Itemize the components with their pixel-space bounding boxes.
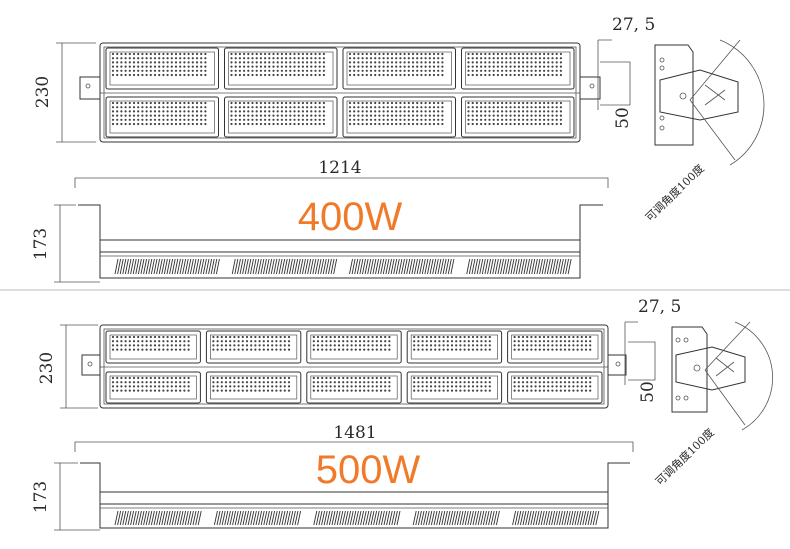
height-side-label-500: 173 <box>31 481 51 513</box>
bracket-depth-label-400: 50 <box>613 107 633 129</box>
led-module <box>342 96 456 138</box>
led-module <box>342 47 456 90</box>
led-module <box>406 371 503 404</box>
power-label-400w: 400W <box>298 195 403 239</box>
height-top-label-400: 230 <box>33 76 53 108</box>
height-side-label-400: 173 <box>31 228 51 260</box>
led-module <box>205 330 302 364</box>
led-module <box>461 96 575 138</box>
led-module <box>507 371 603 404</box>
fin-block <box>512 510 600 526</box>
fin-block <box>412 510 500 526</box>
length-label-500: 1481 <box>333 423 376 443</box>
bracket-depth-label-500: 50 <box>638 381 658 403</box>
led-module <box>105 330 201 364</box>
side-view-400w: 1214 173 400W <box>31 158 609 283</box>
led-module <box>224 96 338 138</box>
module-row-1-400w <box>105 47 575 90</box>
bracket-offset-label-400: 27, 5 <box>612 15 655 35</box>
length-label-400: 1214 <box>318 158 361 178</box>
led-module <box>306 371 402 404</box>
fin-block <box>213 510 302 526</box>
power-label-500w: 500W <box>316 448 421 492</box>
heatsink-fins-400w <box>114 258 572 275</box>
section-400w: 230 27, 5 50 <box>31 15 765 283</box>
fin-block <box>313 510 401 526</box>
led-module <box>105 96 219 138</box>
led-module <box>406 330 503 364</box>
led-module <box>205 371 302 404</box>
led-module <box>105 47 219 90</box>
side-view-500w: 1481 173 500W <box>31 423 634 531</box>
fin-block <box>466 258 572 275</box>
angle-note-500: 可调角度100度 <box>652 425 716 488</box>
led-module <box>306 330 402 364</box>
heatsink-fins-500w <box>114 510 600 526</box>
fin-block <box>114 258 220 275</box>
bracket-offset-label-500: 27, 5 <box>638 297 681 317</box>
section-500w: 230 27, 5 50 可调角度100度 <box>31 297 774 531</box>
top-view-500w: 230 <box>37 324 627 409</box>
height-top-label-500: 230 <box>37 352 57 384</box>
led-module <box>461 47 575 90</box>
led-module <box>224 47 338 90</box>
fin-block <box>349 258 455 275</box>
angle-note-400: 可调角度100度 <box>642 161 706 224</box>
module-row-2-400w <box>105 96 575 138</box>
bracket-detail-500w: 27, 5 50 可调角度100度 <box>624 297 774 488</box>
led-module <box>105 371 201 404</box>
fin-block <box>231 258 338 275</box>
module-row-1-500w <box>105 330 603 364</box>
module-row-2-500w <box>105 371 603 404</box>
top-view-400w: 230 <box>33 42 601 143</box>
led-module <box>507 330 603 364</box>
bracket-detail-400w: 27, 5 50 可调角度100度 <box>597 15 765 224</box>
fin-block <box>114 510 202 526</box>
